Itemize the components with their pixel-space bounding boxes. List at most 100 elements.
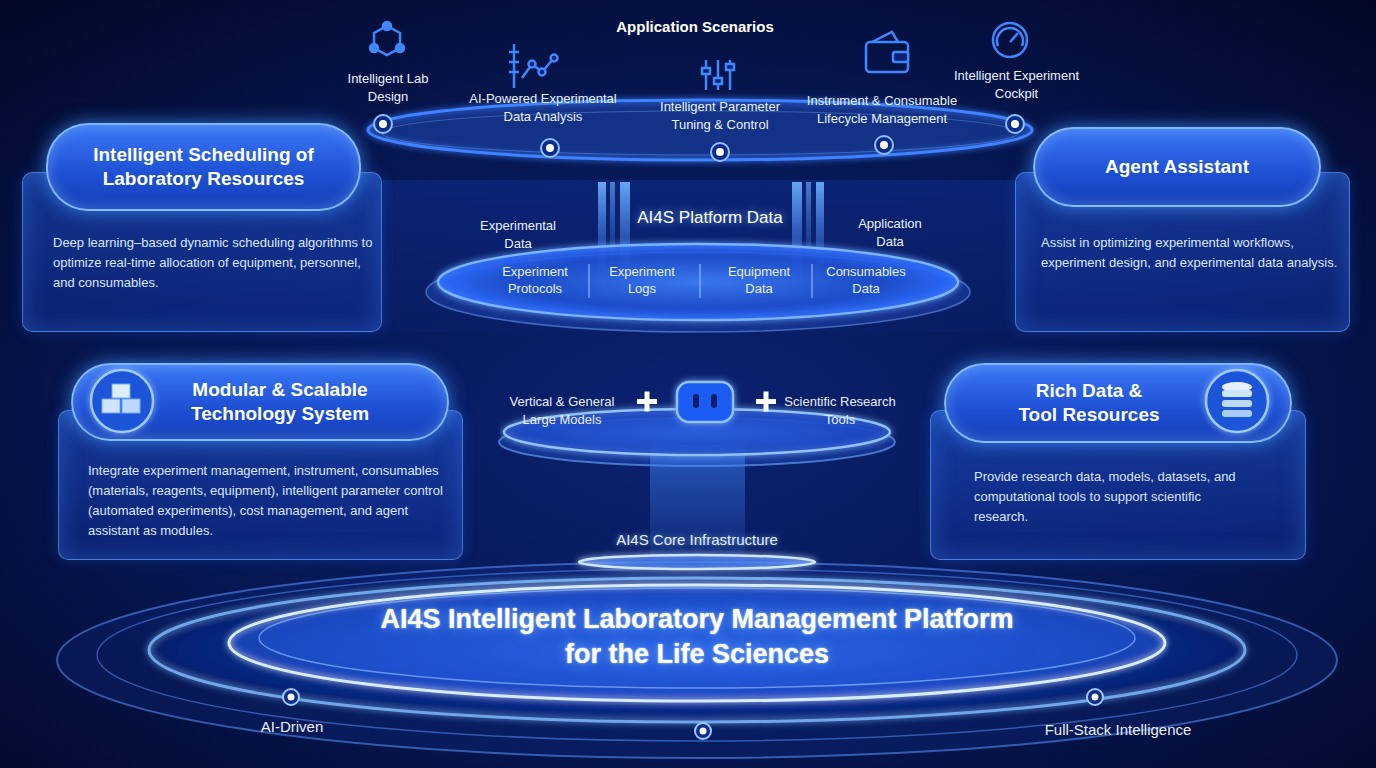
- scenario-label: Intelligent Lab Design: [333, 70, 443, 105]
- disc-text: Vertical & General Large Models: [500, 393, 624, 428]
- scenario-dot: [374, 115, 392, 133]
- scenario-dot: [1006, 115, 1024, 133]
- base-ring: [149, 578, 1245, 722]
- icon-tick: [509, 71, 519, 74]
- base-dot-core: [1092, 694, 1099, 701]
- disc-text: Equipment Data: [715, 264, 803, 298]
- disc-text: Consumables Data: [822, 264, 910, 298]
- disc-heading: AI4S Platform Data: [600, 208, 820, 228]
- base-dot-core: [288, 694, 295, 701]
- scenario-label: Instrument & Consumable Lifecycle Manage…: [797, 92, 967, 127]
- feature-panel: Agent AssistantAssist in optimizing expe…: [1015, 172, 1350, 332]
- base-ring-bright: [229, 585, 1165, 701]
- icon-knob: [702, 68, 710, 74]
- icon-needle: [1010, 33, 1018, 42]
- lifecycle-icon: [866, 32, 908, 72]
- scenario-dot: [875, 136, 893, 154]
- lab-design-icon: [370, 22, 404, 55]
- base-dot: [695, 723, 711, 739]
- plus-sign: [637, 392, 657, 412]
- cube-icon: [91, 370, 153, 432]
- scenario-label: Intelligent Parameter Tuning & Control: [650, 98, 790, 133]
- scenario-dot-core: [716, 148, 724, 156]
- icon-tick: [509, 61, 519, 64]
- plus-bar: [764, 392, 769, 412]
- icon-tick: [509, 51, 519, 54]
- robot-head: [677, 382, 733, 422]
- disc-divider: [588, 264, 590, 298]
- disc-text: Scientific Research Tools: [779, 393, 901, 428]
- scenario-label: Intelligent Experiment Cockpit: [954, 67, 1079, 102]
- cube-face: [122, 399, 140, 413]
- plus-sign: [756, 392, 776, 412]
- scenario-dot-core: [379, 120, 387, 128]
- cockpit-icon: [993, 23, 1027, 57]
- icon-node: [370, 44, 378, 52]
- data-band: [382, 180, 1016, 332]
- section-heading: Application Scenarios: [595, 17, 795, 37]
- icon-trend: [522, 58, 554, 78]
- database-icon: [1206, 370, 1268, 432]
- panel-heading: Agent Assistant: [1033, 127, 1321, 207]
- data-analysis-icon: [509, 44, 558, 88]
- icon-slider: [717, 60, 720, 90]
- disc-shape: [579, 555, 815, 569]
- db-top: [1222, 382, 1252, 392]
- base-ring: [57, 562, 1337, 758]
- icon-badge: [91, 370, 153, 432]
- flow-label: Experimental Data: [473, 217, 563, 252]
- db-layer: [1222, 390, 1252, 397]
- disc-text: AI4S Core Infrastructure: [577, 531, 817, 548]
- icon-wallet: [866, 42, 908, 72]
- panel-body: Integrate experiment management, instrum…: [88, 461, 458, 542]
- icon-point: [551, 55, 558, 62]
- panel-heading: Rich Data & Tool Resources: [944, 363, 1292, 443]
- icon-point: [529, 61, 536, 68]
- parameter-tuning-icon: [702, 60, 734, 90]
- plus-bar: [756, 399, 776, 404]
- db-layer: [1222, 400, 1252, 407]
- panel-body: Assist in optimizing experimental workfl…: [1041, 233, 1341, 273]
- robot-eye: [693, 394, 699, 408]
- icon-dial: [993, 23, 1027, 57]
- icon-badge: [1206, 370, 1268, 432]
- scenario-dot: [711, 143, 729, 161]
- icon-clasp: [893, 52, 908, 62]
- flow-label: Application Data: [845, 215, 935, 250]
- icon-knob: [726, 64, 734, 70]
- plus-bar: [645, 392, 650, 412]
- panel-body: Provide research data, models, datasets,…: [974, 467, 1244, 527]
- disc-shape: [438, 244, 958, 320]
- cube-face: [102, 399, 120, 413]
- platform-disc: Vertical & General Large ModelsScientifi…: [500, 385, 895, 460]
- panel-body: Deep learning–based dynamic scheduling a…: [53, 233, 383, 293]
- base-dot: [1087, 689, 1103, 705]
- robot-icon: [677, 382, 733, 422]
- disc-text: Experiment Protocols: [491, 264, 579, 298]
- disc-text: Experiment Logs: [598, 264, 686, 298]
- robot-eye: [711, 394, 717, 408]
- feature-panel: Intelligent Scheduling of Laboratory Res…: [22, 172, 382, 332]
- scenario-dot-core: [546, 144, 554, 152]
- flow-label: Full-Stack Intelligence: [1018, 720, 1218, 740]
- scenario-label: AI-Powered Experimental Data Analysis: [458, 90, 628, 125]
- icon-axis: [513, 44, 516, 88]
- panel-heading: Intelligent Scheduling of Laboratory Res…: [46, 123, 361, 211]
- base-ring: [97, 569, 1297, 741]
- feature-panel: Rich Data & Tool ResourcesProvide resear…: [930, 410, 1306, 560]
- base-dot: [283, 689, 299, 705]
- platform-disc: AI4S Core Infrastructure: [577, 527, 817, 572]
- disc-divider: [699, 264, 701, 298]
- panel-heading: Modular & Scalable Technology System: [71, 363, 449, 441]
- flow-label: AI-Driven: [232, 717, 352, 737]
- scenario-dot-core: [1011, 120, 1019, 128]
- platform-title: AI4S Intelligent Laboratory Management P…: [377, 602, 1017, 672]
- icon-point: [539, 69, 546, 76]
- icon-node: [396, 44, 404, 52]
- plus-bar: [637, 399, 657, 404]
- scenario-dot-core: [880, 141, 888, 149]
- base-ring-inner: [259, 588, 1135, 688]
- db-layer: [1222, 410, 1252, 417]
